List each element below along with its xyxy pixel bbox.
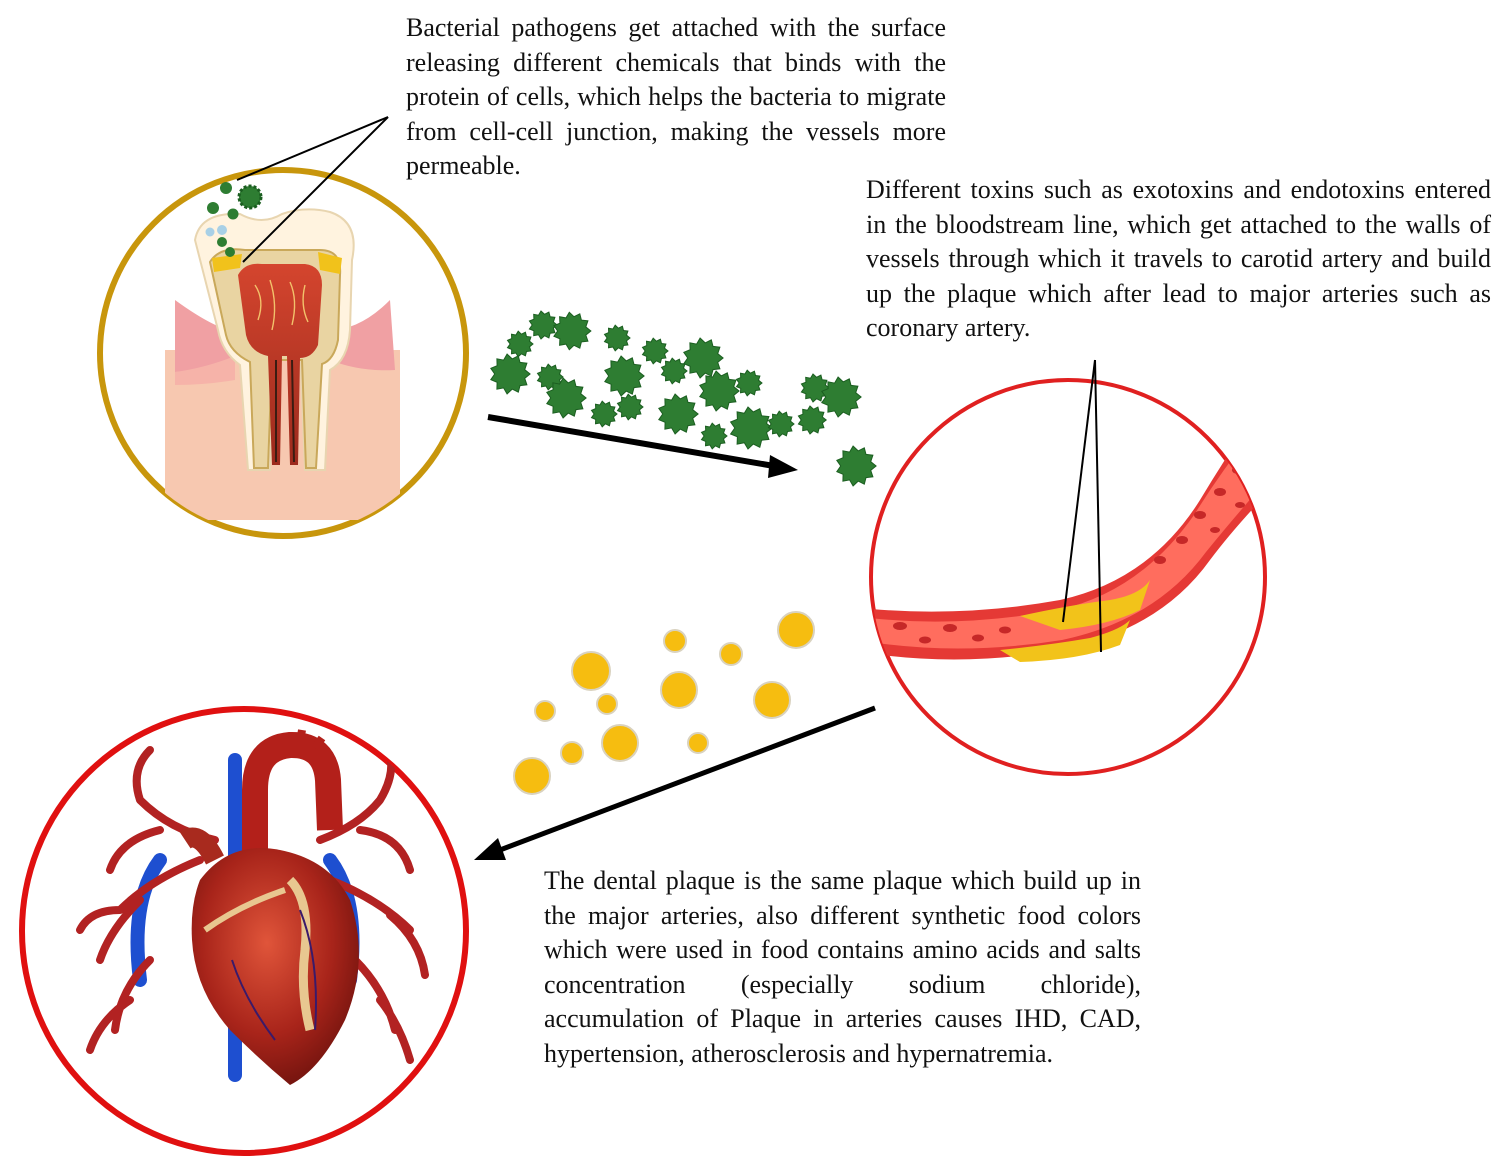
- tooth-panel: [97, 167, 469, 539]
- fat-particle: [560, 741, 584, 765]
- bacterium: [660, 357, 688, 385]
- fat-particle: [719, 642, 743, 666]
- bacterium: [821, 376, 862, 418]
- toxins-caption: Different toxins such as exotoxins and e…: [866, 175, 1491, 343]
- fat-particle: [753, 681, 791, 719]
- plaque-caption: The dental plaque is the same plaque whi…: [544, 866, 1141, 1068]
- fat-particle: [513, 757, 551, 795]
- bacteria-caption: Bacterial pathogens get attached with th…: [406, 13, 946, 181]
- bacterium: [700, 422, 728, 450]
- bacterium: [490, 353, 531, 395]
- bacterium: [641, 337, 669, 365]
- arrow-to-artery: [487, 414, 798, 478]
- bacterium: [506, 330, 534, 358]
- heart-panel: [19, 706, 469, 1156]
- heart-icon: [76, 729, 429, 1085]
- tooth-icon: [165, 208, 400, 520]
- bacterium: [590, 400, 618, 428]
- bacterium: [546, 377, 587, 419]
- bacterium: [729, 406, 773, 450]
- bacterium: [604, 355, 645, 397]
- bacterium: [800, 373, 831, 403]
- bacterium: [797, 405, 828, 435]
- bacterium: [553, 311, 592, 351]
- tooth-bacteria: [205, 182, 263, 257]
- bacterium: [658, 393, 699, 435]
- bacteria-pointer-lines: [236, 116, 389, 263]
- fat-particle: [534, 700, 556, 722]
- bacterium: [528, 310, 559, 340]
- bacterium: [735, 369, 763, 397]
- fat-particle: [571, 651, 611, 691]
- fat-particles-icon: [513, 611, 815, 795]
- fat-particle: [596, 693, 618, 715]
- bacterium: [683, 337, 724, 379]
- bacterium: [836, 445, 877, 487]
- fat-particle: [601, 724, 639, 762]
- bacteria-cluster-icon: [490, 310, 877, 487]
- bacterium: [767, 410, 795, 438]
- fat-particle: [663, 629, 687, 653]
- fat-particle: [777, 611, 815, 649]
- fat-particle: [687, 732, 709, 754]
- bacterium: [699, 370, 740, 412]
- arrow-to-heart: [474, 705, 876, 860]
- bacterium: [616, 393, 644, 421]
- toxin-pointer-lines: [1062, 359, 1102, 653]
- artery-panel: [869, 378, 1267, 776]
- fat-particle: [660, 671, 698, 709]
- bacterium: [603, 324, 631, 352]
